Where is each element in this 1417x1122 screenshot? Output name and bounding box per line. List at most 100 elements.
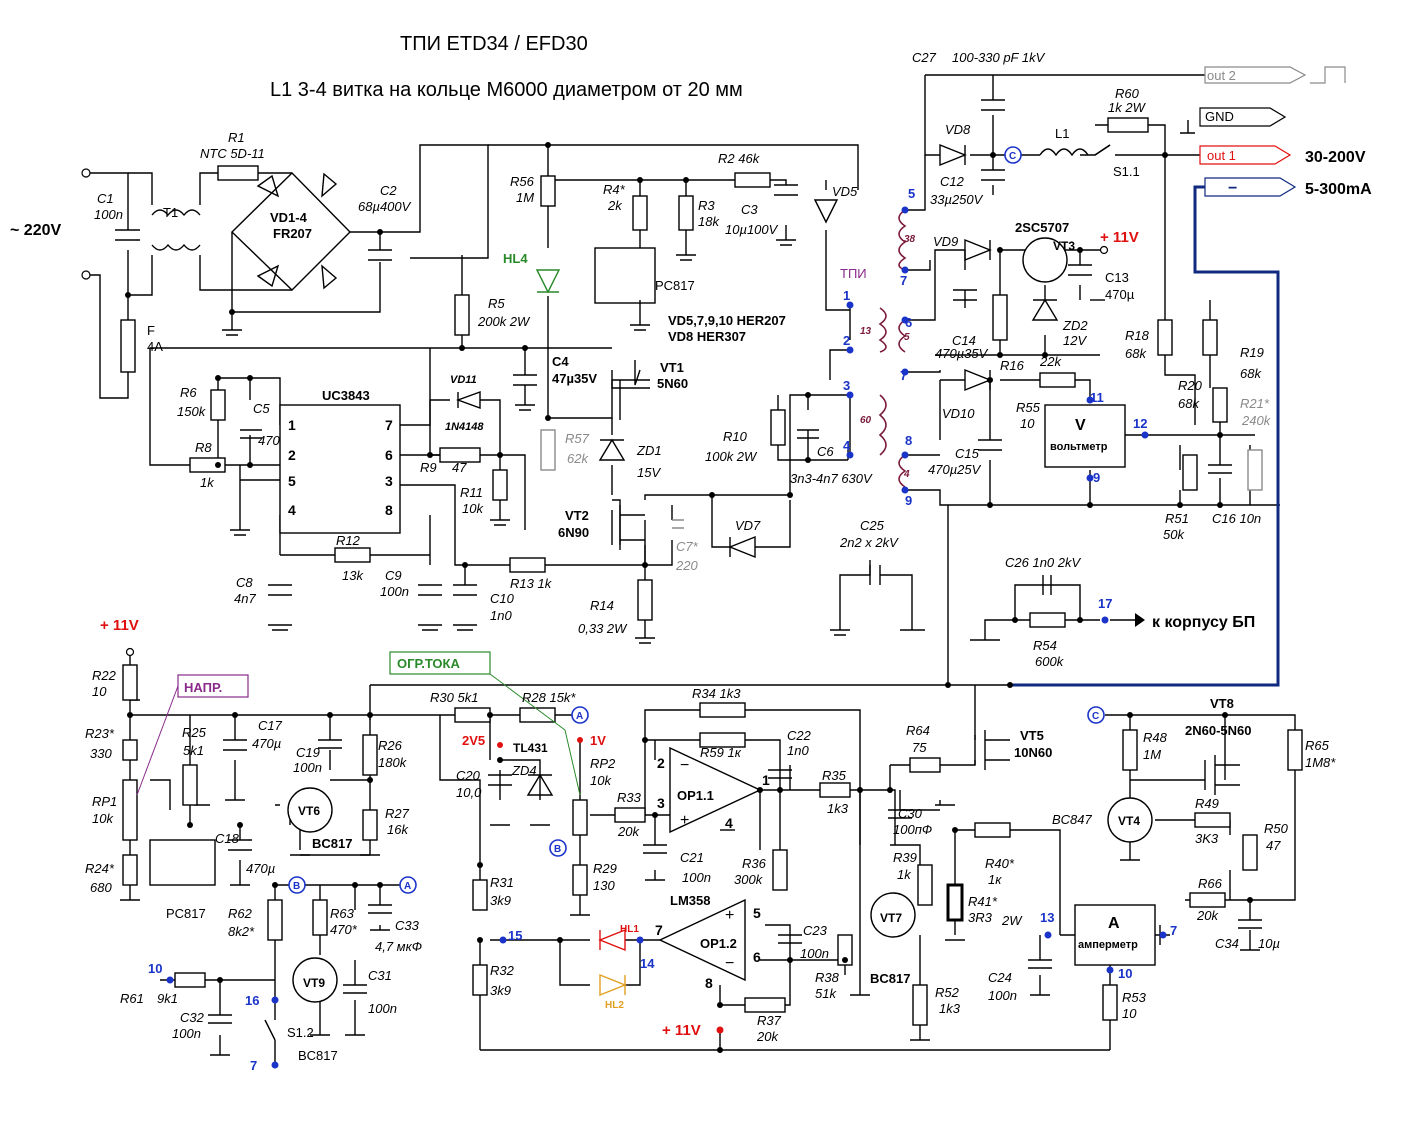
pulse-icon xyxy=(1310,66,1346,84)
r53-label: R53 xyxy=(1122,990,1147,1005)
node-7c: 7 xyxy=(1170,923,1177,938)
r59-label: R59 1к xyxy=(700,745,742,760)
c30-value: 100пФ xyxy=(893,822,932,837)
hl2-led xyxy=(599,973,627,997)
pc817a-label: PC817 xyxy=(655,278,695,293)
r56-value: 1M xyxy=(516,190,534,205)
r14-label: R14 xyxy=(590,598,614,613)
r48-value: 1M xyxy=(1143,747,1161,762)
vd11-value: 1N4148 xyxy=(445,421,484,433)
1v-dot xyxy=(577,737,583,743)
c2-label: C2 xyxy=(380,183,397,198)
pc817-bottom xyxy=(149,839,216,886)
r52-value: 1k3 xyxy=(939,1001,961,1016)
plus11v-label-left: + 11V xyxy=(100,617,139,634)
op11-pin-1: 1 xyxy=(762,772,770,788)
r40-value: 1к xyxy=(988,872,1002,887)
c9-label: C9 xyxy=(385,568,402,583)
r36-value: 300k xyxy=(734,872,764,887)
r6-value: 150k xyxy=(177,404,207,419)
vt7-label: VT7 xyxy=(880,911,902,925)
r49-label: R49 xyxy=(1195,796,1219,811)
ammeter-label: амперметр xyxy=(1078,939,1138,951)
title-line1: ТПИ ETD34 / EFD30 xyxy=(400,33,588,55)
c18-label: C18 xyxy=(215,831,240,846)
s12-label: S1.2 xyxy=(287,1025,314,1040)
plus11v-terminal-left xyxy=(125,647,135,657)
r57-value: 62k xyxy=(567,451,589,466)
zd1-label: ZD1 xyxy=(636,443,662,458)
vd7-label: VD7 xyxy=(735,518,761,533)
node-8: 8 xyxy=(905,433,912,448)
node-2: 2 xyxy=(843,333,850,348)
r55-value: 10 xyxy=(1020,416,1035,431)
r11-label: R11 xyxy=(460,485,483,500)
r39-value: 1k xyxy=(897,867,912,882)
vt3-value: 2SC5707 xyxy=(1015,220,1069,235)
rp1-value: 10k xyxy=(92,811,114,826)
labels: ТПИ ETD34 / EFD30 L1 3-4 витка на кольце… xyxy=(10,33,1372,1073)
marker-a1: A xyxy=(576,711,583,722)
to-case-label: к корпусу БП xyxy=(1152,614,1255,631)
r21-label: R21* xyxy=(1240,396,1270,411)
r54-label: R54 xyxy=(1033,638,1057,653)
c24-label: C24 xyxy=(988,970,1012,985)
c8-label: C8 xyxy=(236,575,253,590)
op11-pin-4: 4 xyxy=(725,815,733,831)
2v5-dot xyxy=(497,742,503,748)
voltmeter-label: вольтметр xyxy=(1050,441,1108,453)
r56-label: R56 xyxy=(510,174,535,189)
f-value: 4A xyxy=(147,339,163,354)
r29-value: 130 xyxy=(593,878,615,893)
r9-value: 47 xyxy=(452,460,467,475)
c31-value: 100n xyxy=(368,1001,397,1016)
vt9-value: BC817 xyxy=(298,1048,338,1063)
vt2-mosfet xyxy=(611,505,645,550)
c5-value: 470 xyxy=(258,433,280,448)
vt7-value: BC817 xyxy=(870,971,910,986)
f-label: F xyxy=(147,323,155,338)
c17-value: 470µ xyxy=(252,736,281,751)
mains-label: ~ 220V xyxy=(10,222,61,239)
r18-value: 68k xyxy=(1125,346,1147,361)
r51-label: R51 xyxy=(1165,511,1189,526)
node-10: 10 xyxy=(148,961,162,976)
r4-value: 2k xyxy=(607,198,623,213)
r26-value: 180k xyxy=(378,755,408,770)
out1-tag xyxy=(1199,145,1292,165)
r65-label: R65 xyxy=(1305,738,1330,753)
uc-pin-2: 2 xyxy=(288,447,296,463)
r12-value: 13k xyxy=(342,568,364,583)
c33-value: 4,7 мкФ xyxy=(375,939,422,954)
r5-value: 200k 2W xyxy=(477,314,531,329)
c1-label: C1 xyxy=(97,191,114,206)
c24-value: 100n xyxy=(988,988,1017,1003)
pc817b-label: PC817 xyxy=(166,906,206,921)
r27-value: 16k xyxy=(387,822,409,837)
r52-label: R52 xyxy=(935,985,960,1000)
marker-b2: B xyxy=(293,881,300,892)
r8-value: 1k xyxy=(200,475,215,490)
c4-label: C4 xyxy=(552,354,569,369)
plus11v-label-bottom: + 11V xyxy=(662,1022,701,1039)
r24-value: 680 xyxy=(90,880,112,895)
node-dots xyxy=(166,206,1167,1069)
c6-label: C6 xyxy=(817,444,834,459)
r61-value: 9k1 xyxy=(157,991,178,1006)
r9-label: R9 xyxy=(420,460,437,475)
zd2-value: 12V xyxy=(1063,333,1087,348)
r32-label: R32 xyxy=(490,963,515,978)
c20-value: 10,0 xyxy=(456,785,482,800)
c30-label: C30 xyxy=(898,806,923,821)
lm358-label: LM358 xyxy=(670,893,710,908)
vt3-label: VT3 xyxy=(1053,239,1075,253)
vt9-label: VT9 xyxy=(303,976,325,990)
c18-value: 470µ xyxy=(246,861,275,876)
r64-label: R64 xyxy=(906,723,930,738)
r51-value: 50k xyxy=(1163,527,1185,542)
ammeter-box xyxy=(1074,904,1156,966)
r1-value: NTC 5D-11 xyxy=(200,146,265,161)
r41-body xyxy=(946,883,964,922)
c13-label: C13 xyxy=(1105,270,1129,285)
